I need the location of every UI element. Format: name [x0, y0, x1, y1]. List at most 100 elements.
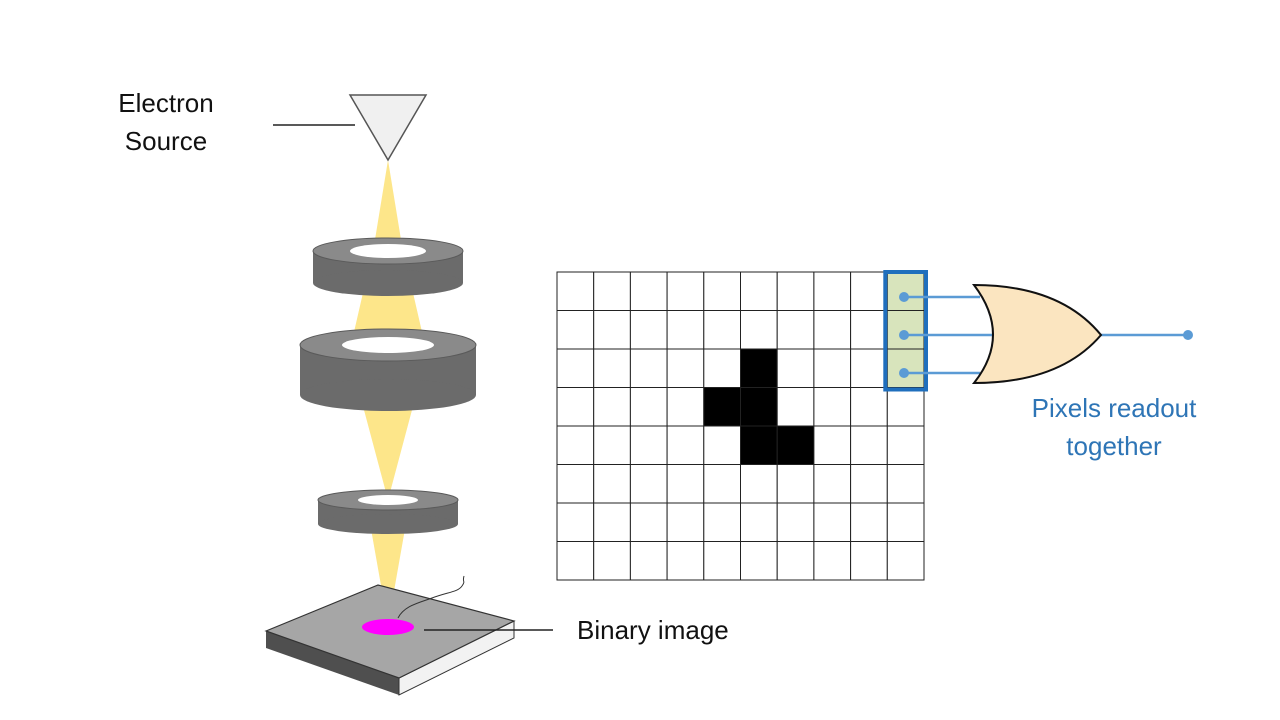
- pixel-cell: [850, 348, 888, 388]
- lens-2-hole: [342, 337, 434, 353]
- pixel-cell: [593, 310, 631, 350]
- wire-1-dot: [899, 292, 909, 302]
- electron-source-label-line1: Electron: [118, 88, 214, 118]
- pixel-cell: [740, 310, 778, 350]
- pixel-cell: [556, 271, 595, 311]
- readout-wires: [899, 292, 1193, 378]
- beam-segment-upper: [372, 160, 404, 258]
- pixel-cell: [776, 541, 815, 581]
- pixel-cell: [593, 387, 631, 427]
- binary-image-label: Binary image: [577, 615, 729, 645]
- pixel-cell: [556, 502, 595, 542]
- sample-side-left: [266, 631, 399, 695]
- pixel-cell: [629, 541, 668, 581]
- pixel-cell: [703, 541, 741, 581]
- pixel-cell: [556, 348, 595, 388]
- pixel-cell: [886, 541, 925, 581]
- pixel-cell: [740, 541, 778, 581]
- electron-source-label-line2: Source: [124, 126, 208, 156]
- pixel-cell: [850, 502, 888, 542]
- pixel-cell: [666, 348, 705, 388]
- pixel-cell: [740, 502, 778, 542]
- lens-1-hole: [350, 244, 426, 258]
- lens-2-bottom-rim: [300, 379, 476, 411]
- pixel-cell: [556, 464, 595, 504]
- pixel-cell: [776, 310, 815, 350]
- pixel-cell: [850, 425, 888, 465]
- lens-3-bottom-rim: [318, 514, 458, 534]
- pixel-cell: [666, 541, 705, 581]
- pixels-readout-label: Pixels readout together: [1000, 389, 1228, 465]
- pixel-cell: [886, 502, 925, 542]
- wire-2-dot: [899, 330, 909, 340]
- pixel-cell: [740, 387, 778, 427]
- pixel-cell: [813, 271, 852, 311]
- pixel-cell: [556, 425, 595, 465]
- pixel-cell: [703, 271, 741, 311]
- lens-3-hole: [358, 495, 418, 505]
- electron-source-label: Electron Source: [96, 84, 236, 160]
- pixel-cell: [740, 348, 778, 388]
- pixel-cell: [776, 464, 815, 504]
- or-gate-icon: [971, 283, 1103, 385]
- pixel-cell: [593, 271, 631, 311]
- pixel-cell: [593, 425, 631, 465]
- pixel-cell: [813, 310, 852, 350]
- pixel-cell: [776, 348, 815, 388]
- pixel-cell: [593, 502, 631, 542]
- pixel-cell: [740, 271, 778, 311]
- pixel-cell: [593, 541, 631, 581]
- pixel-cell: [556, 541, 595, 581]
- pixel-cell: [629, 425, 668, 465]
- pixel-grid: [556, 271, 925, 581]
- pixel-cell: [703, 425, 741, 465]
- lens-2: [299, 328, 477, 411]
- pixel-cell: [703, 310, 741, 350]
- readout-highlight-box: [883, 270, 928, 392]
- signal-wire: [397, 575, 465, 619]
- pixel-cell: [666, 425, 705, 465]
- pixel-cell: [740, 464, 778, 504]
- pixel-cell: [886, 271, 925, 311]
- sample-stage: [264, 575, 553, 696]
- pixel-cell: [813, 425, 852, 465]
- pixel-cell: [813, 464, 852, 504]
- pixel-cell: [776, 271, 815, 311]
- pixel-cell: [556, 387, 595, 427]
- pixel-cell: [776, 425, 815, 465]
- pixel-cell: [850, 464, 888, 504]
- pixel-cell: [850, 310, 888, 350]
- lens-3: [317, 489, 459, 534]
- pixel-cell: [703, 387, 741, 427]
- wire-3-dot: [899, 368, 909, 378]
- pixels-readout-label-line2: together: [1066, 431, 1162, 461]
- pixel-cell: [813, 348, 852, 388]
- pixels-readout-label-line1: Pixels readout: [1031, 393, 1197, 423]
- pixel-cell: [886, 348, 925, 388]
- pixel-cell: [813, 387, 852, 427]
- pixel-cell: [776, 387, 815, 427]
- pixel-cell: [776, 502, 815, 542]
- pixel-cell: [813, 541, 852, 581]
- triangle-icon: [348, 94, 428, 162]
- pixel-cell: [850, 541, 888, 581]
- pixel-cell: [703, 464, 741, 504]
- lens-1: [312, 237, 464, 296]
- pixel-cell: [593, 464, 631, 504]
- pixel-cell: [886, 464, 925, 504]
- pixel-cell: [740, 425, 778, 465]
- pixel-cell: [666, 310, 705, 350]
- pixel-cell: [556, 310, 595, 350]
- pixel-cell: [629, 387, 668, 427]
- pixel-cell: [850, 271, 888, 311]
- pixel-cell: [666, 464, 705, 504]
- electron-source: [273, 94, 428, 162]
- pixel-cell: [629, 502, 668, 542]
- pixel-cell: [629, 310, 668, 350]
- pixel-cell: [886, 425, 925, 465]
- output-wire-dot: [1183, 330, 1193, 340]
- pixel-cell: [703, 348, 741, 388]
- beam-spot: [362, 619, 414, 635]
